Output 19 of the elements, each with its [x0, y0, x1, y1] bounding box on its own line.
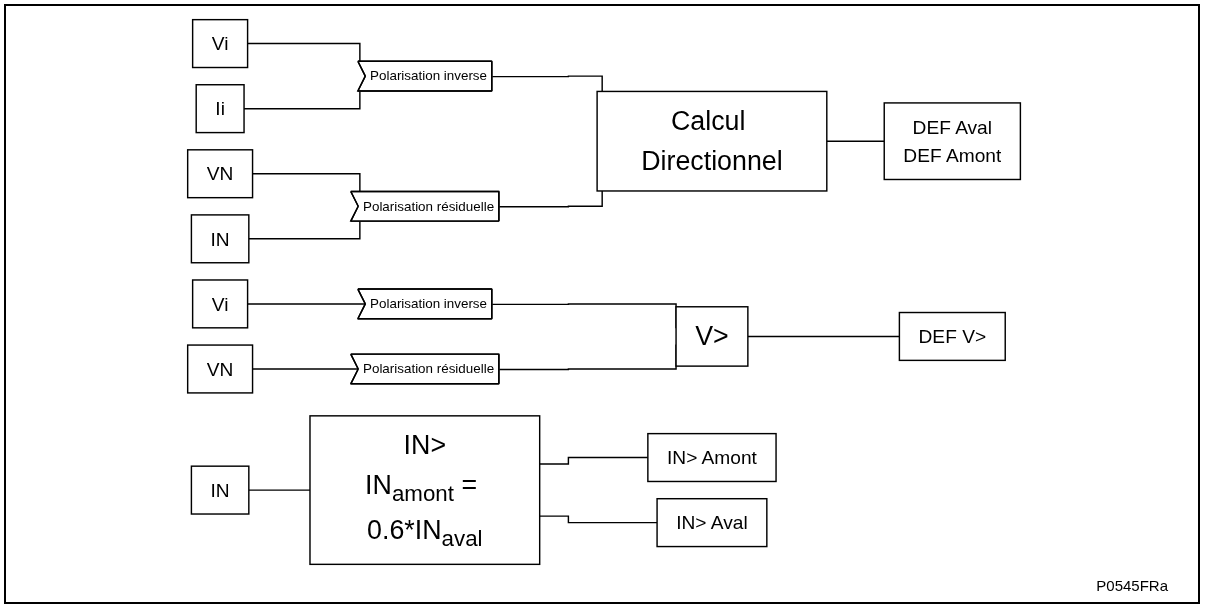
node-box	[309, 415, 541, 566]
node-box	[186, 344, 254, 394]
connector	[491, 75, 603, 93]
node-box	[647, 432, 777, 483]
connector	[498, 190, 603, 208]
node-box	[883, 102, 1022, 181]
node-box	[190, 214, 250, 264]
node-box	[596, 90, 828, 192]
node-box	[898, 311, 1006, 362]
node-box	[675, 306, 749, 367]
node-box	[191, 18, 249, 69]
node-box	[191, 279, 249, 329]
figure-reference: P0545FRa	[1096, 577, 1168, 594]
connector	[826, 140, 885, 142]
node-box	[186, 149, 254, 199]
node-box	[190, 465, 250, 515]
node-box	[656, 498, 768, 548]
frame-border: Vi Ii Polarisation inverse VN IN Polarisation résiduelle Calcul Directionnel DEF Aval DEF Amont Vi Polarisation inverse V> DEF V> VN Polarisation résiduelle IN IN> IN$_{amont}$ = 0.6*IN$_{aval}$ IN> Amont IN> Aval P0545FRa	[4, 4, 1200, 604]
node-box	[195, 84, 245, 134]
